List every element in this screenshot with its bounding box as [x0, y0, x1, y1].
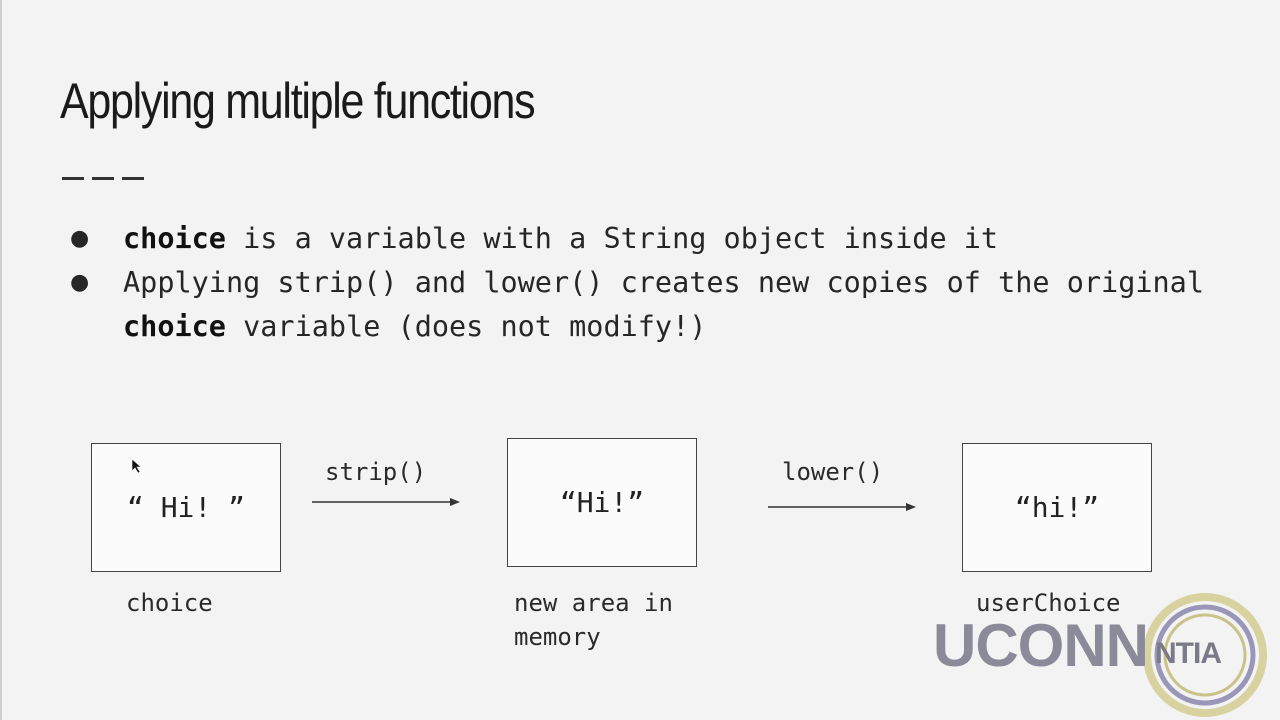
bullet-text: variable (does not modify!) [225, 310, 707, 343]
box-value: “ Hi! ” [126, 491, 245, 524]
uconn-ntia-logo: UCONN NTIA [933, 593, 1278, 718]
memory-box-userchoice: “hi!” [962, 443, 1152, 572]
title-divider [62, 177, 144, 180]
bullet-bold-term: choice [123, 310, 226, 343]
right-arrow-icon [768, 503, 916, 511]
box-caption-userchoice: userChoice [976, 589, 1121, 617]
box-value: “hi!” [1014, 491, 1100, 524]
slide-title: Applying multiple functions [60, 73, 536, 129]
arrow-label-lower: lower() [782, 458, 884, 486]
box-value: “Hi!” [559, 486, 645, 519]
arrow-label-strip: strip() [325, 458, 427, 486]
mouse-cursor-icon [131, 458, 142, 474]
bullet-dot-icon: ● [70, 226, 90, 251]
bullet-item: ● choice is a variable with a String obje… [70, 217, 1210, 261]
bullet-dot-icon: ● [70, 270, 90, 295]
bullet-text: Applying strip() and lower() creates new… [123, 266, 1204, 299]
box-caption-new-area: new area in memory [514, 586, 673, 654]
logo-main-text: UCONN [933, 612, 1149, 679]
box-caption-choice: choice [126, 589, 213, 617]
right-arrow-icon [312, 498, 460, 506]
bullet-item: ● Applying strip() and lower() creates ne… [70, 261, 1210, 349]
caption-line: new area in [514, 589, 673, 617]
bullet-text: is a variable with a String object insid… [225, 222, 999, 255]
bullet-list: ● choice is a variable with a String obje… [70, 217, 1210, 349]
memory-box-choice: “ Hi! ” [91, 443, 281, 572]
logo-sub-text: NTIA [1155, 637, 1222, 670]
bullet-bold-term: choice [123, 222, 226, 255]
caption-line: memory [514, 623, 601, 651]
memory-box-new-area: “Hi!” [507, 438, 697, 567]
logo-ring-icon [1143, 593, 1267, 717]
